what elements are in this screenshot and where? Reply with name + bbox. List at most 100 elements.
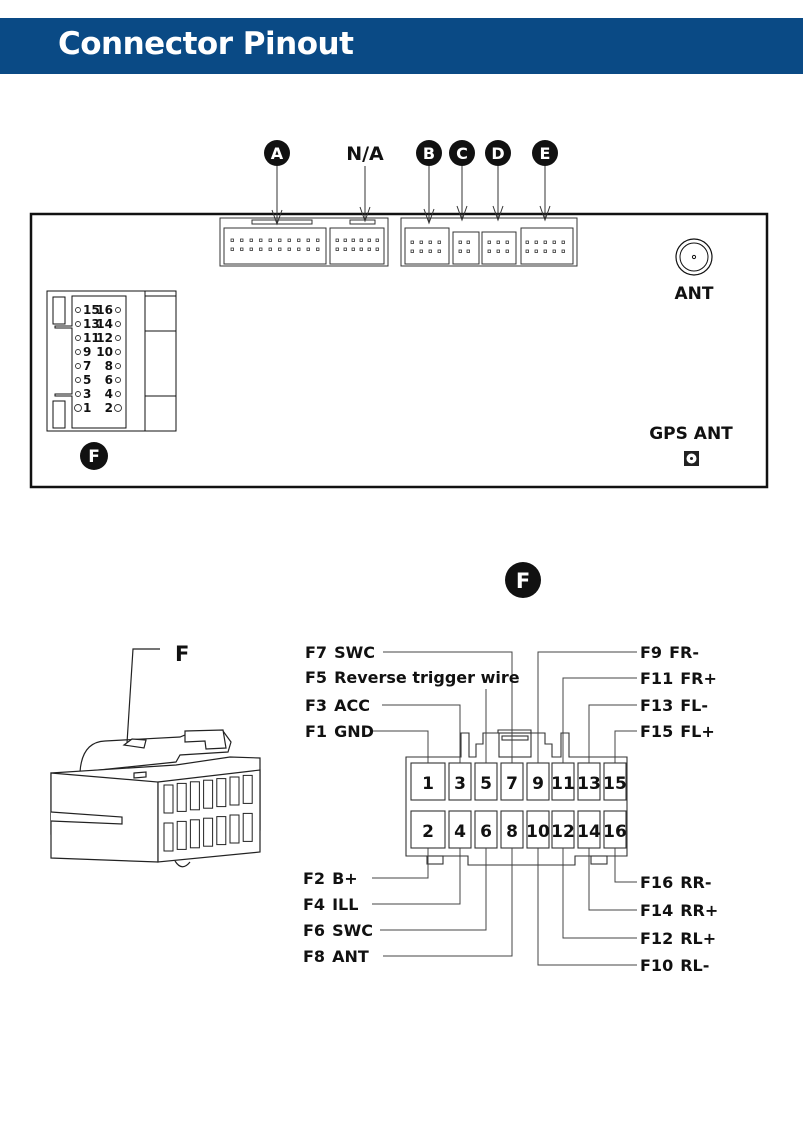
pin-number: 4	[454, 822, 466, 842]
callout-letter: B	[423, 144, 435, 163]
gps-antenna-label: GPS ANT	[649, 424, 733, 444]
pin-number: 6	[105, 373, 113, 387]
pin-code: F8	[303, 947, 325, 966]
connector-pin	[367, 238, 371, 242]
leader-line	[588, 848, 637, 911]
connector-a[interactable]	[223, 227, 327, 265]
connector-pin	[561, 249, 565, 253]
badge-circle-icon	[532, 140, 558, 166]
pin-dot-icon	[114, 404, 122, 412]
connector-d[interactable]	[481, 231, 517, 265]
pin-number: 12	[96, 331, 113, 345]
connector-pin	[543, 240, 547, 244]
leader-line	[383, 848, 513, 957]
connector-pin	[287, 238, 291, 242]
leader-line	[588, 704, 637, 763]
cavity	[163, 784, 174, 814]
connector-pin	[297, 247, 301, 251]
pin-number: 13	[83, 317, 100, 331]
connector-pin	[351, 247, 355, 251]
gps-antenna-port[interactable]	[684, 451, 699, 466]
connector-pin	[487, 249, 491, 253]
connector-pin	[287, 247, 291, 251]
antenna-port[interactable]	[675, 238, 713, 276]
pin-number: 11	[551, 774, 575, 794]
f-connector-face[interactable]	[46, 290, 177, 432]
connector-e[interactable]	[520, 227, 574, 265]
bottom-key-right	[590, 855, 608, 865]
connector-pin	[249, 238, 253, 242]
pin-cell-1[interactable]	[410, 762, 446, 801]
leader-line	[562, 848, 637, 939]
pin-number: 9	[532, 774, 544, 794]
connector-pin	[525, 240, 529, 244]
pin-dot-icon	[74, 404, 82, 412]
connector-pin	[466, 240, 470, 244]
key-top	[52, 296, 66, 325]
pin-code: F1	[305, 722, 327, 741]
connector-pin	[496, 240, 500, 244]
pin-number: 11	[83, 331, 100, 345]
pin-number: 3	[83, 387, 91, 401]
page-header: Connector Pinout	[0, 18, 803, 74]
gps-jack-pin-icon	[690, 457, 693, 460]
connector-b[interactable]	[404, 227, 450, 265]
pin-number: 14	[577, 822, 601, 842]
housing-outline	[405, 729, 628, 866]
cavity	[216, 778, 227, 808]
arrow-head-icon	[359, 206, 371, 223]
f-connector-3d-illustration	[50, 729, 261, 868]
callout-letter: E	[540, 144, 551, 163]
connector-group-bcde	[400, 217, 578, 267]
connector-pin	[419, 249, 423, 253]
callout-d: D	[485, 140, 511, 222]
arrow-head-icon	[271, 209, 283, 226]
pin-number: 2	[105, 401, 113, 415]
connector-pin	[410, 240, 414, 244]
pin-number: 8	[506, 822, 518, 842]
f-connector-cavities	[163, 774, 253, 852]
pin-dot-icon	[115, 335, 121, 341]
small-tab	[133, 771, 147, 779]
pin-number: 9	[83, 345, 91, 359]
cavity	[176, 820, 187, 850]
pin-code: F5	[305, 668, 327, 687]
pin-number: 15	[603, 774, 627, 794]
connector-pin	[306, 238, 310, 242]
pin-number: 3	[454, 774, 466, 794]
connector-pin	[437, 249, 441, 253]
pin-number: 10	[96, 345, 113, 359]
latch-slot	[501, 735, 529, 741]
pin-number: 6	[480, 822, 492, 842]
connector-na[interactable]	[329, 227, 385, 265]
connector-pin	[230, 247, 234, 251]
pin-function: ILL	[332, 895, 358, 914]
pin-dot-icon	[75, 391, 81, 397]
connector-pin	[375, 247, 379, 251]
pin-function: SWC	[334, 643, 375, 662]
pin-number: 16	[96, 303, 113, 317]
badge-circle-icon	[264, 140, 290, 166]
leader-line	[380, 848, 487, 931]
pin-function: FL+	[680, 722, 715, 741]
key-bottom	[52, 400, 66, 429]
connector-pin	[259, 247, 263, 251]
f-connector-outline	[46, 290, 177, 432]
badge-circle-icon	[449, 140, 475, 166]
connector-c[interactable]	[452, 231, 480, 265]
connector-housing-bcde	[400, 217, 578, 267]
connector-pin	[525, 249, 529, 253]
pin-number: 8	[105, 359, 113, 373]
